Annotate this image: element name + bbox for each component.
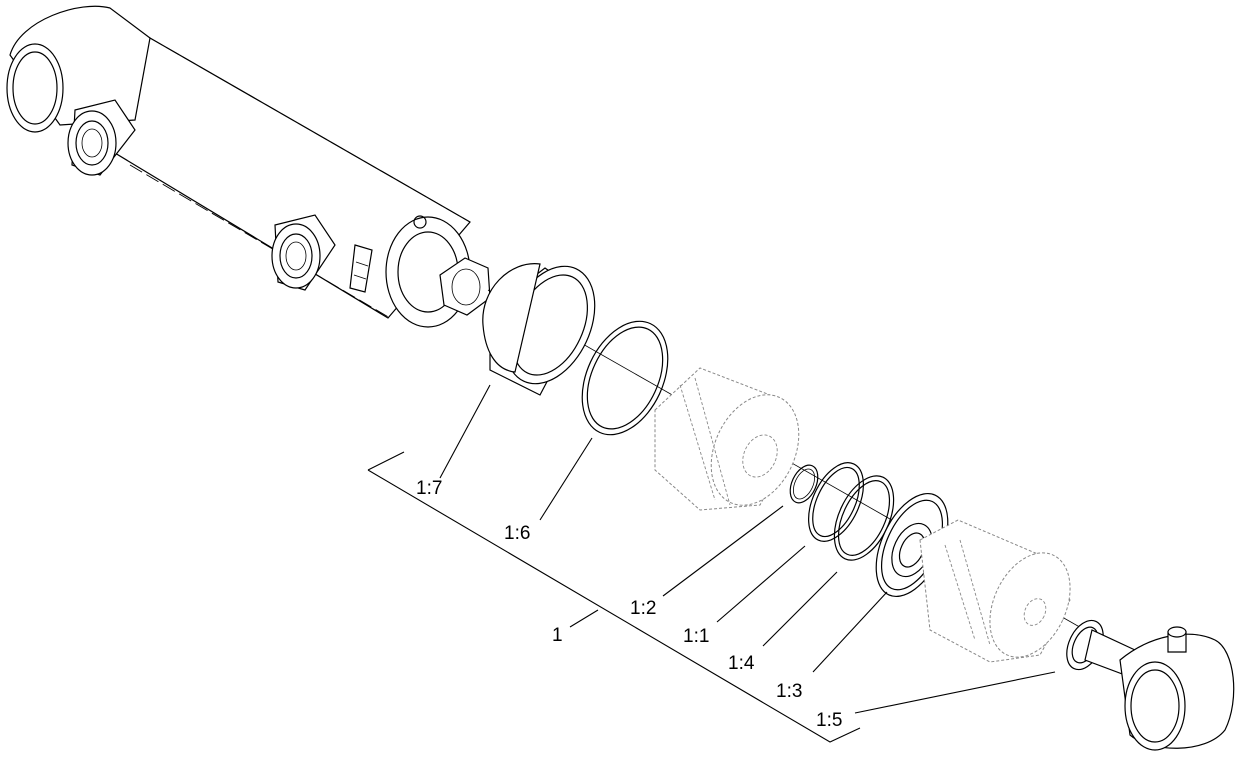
- gland-ghost: [919, 519, 1071, 663]
- callout-1-6: 1:6: [504, 523, 530, 544]
- cylinder-barrel: [6, 5, 491, 328]
- leader-1-2: [662, 505, 784, 597]
- leader-1-3: [812, 591, 888, 673]
- part-1-2-o-ring: [789, 464, 819, 504]
- callout-assembly-1: 1: [552, 625, 563, 646]
- leader-1-7: [439, 384, 491, 479]
- rod-end-clevis: [1084, 626, 1235, 751]
- callout-1-1: 1:1: [683, 626, 709, 647]
- leader-1-4: [762, 571, 838, 647]
- part-1-6-seal-ring: [581, 320, 669, 436]
- leader-1-6: [539, 437, 593, 521]
- leader-lines: [439, 384, 1056, 714]
- leader-1-1: [716, 545, 806, 623]
- part-1-7-wear-ring: [482, 263, 596, 396]
- assembly-bracket: [367, 451, 861, 743]
- callout-1-4: 1:4: [728, 653, 755, 674]
- callout-1-5: 1:5: [816, 710, 842, 731]
- callout-1-2: 1:2: [630, 598, 656, 619]
- piston-ghost: [654, 367, 800, 511]
- callout-1-7: 1:7: [416, 478, 442, 499]
- leader-1-5: [854, 671, 1056, 714]
- callout-labels: 1:7 1:6 1 1:2 1:1 1:4 1:3 1:5: [416, 478, 842, 731]
- part-1-1-ring: [808, 462, 864, 542]
- callout-1-3: 1:3: [776, 681, 802, 702]
